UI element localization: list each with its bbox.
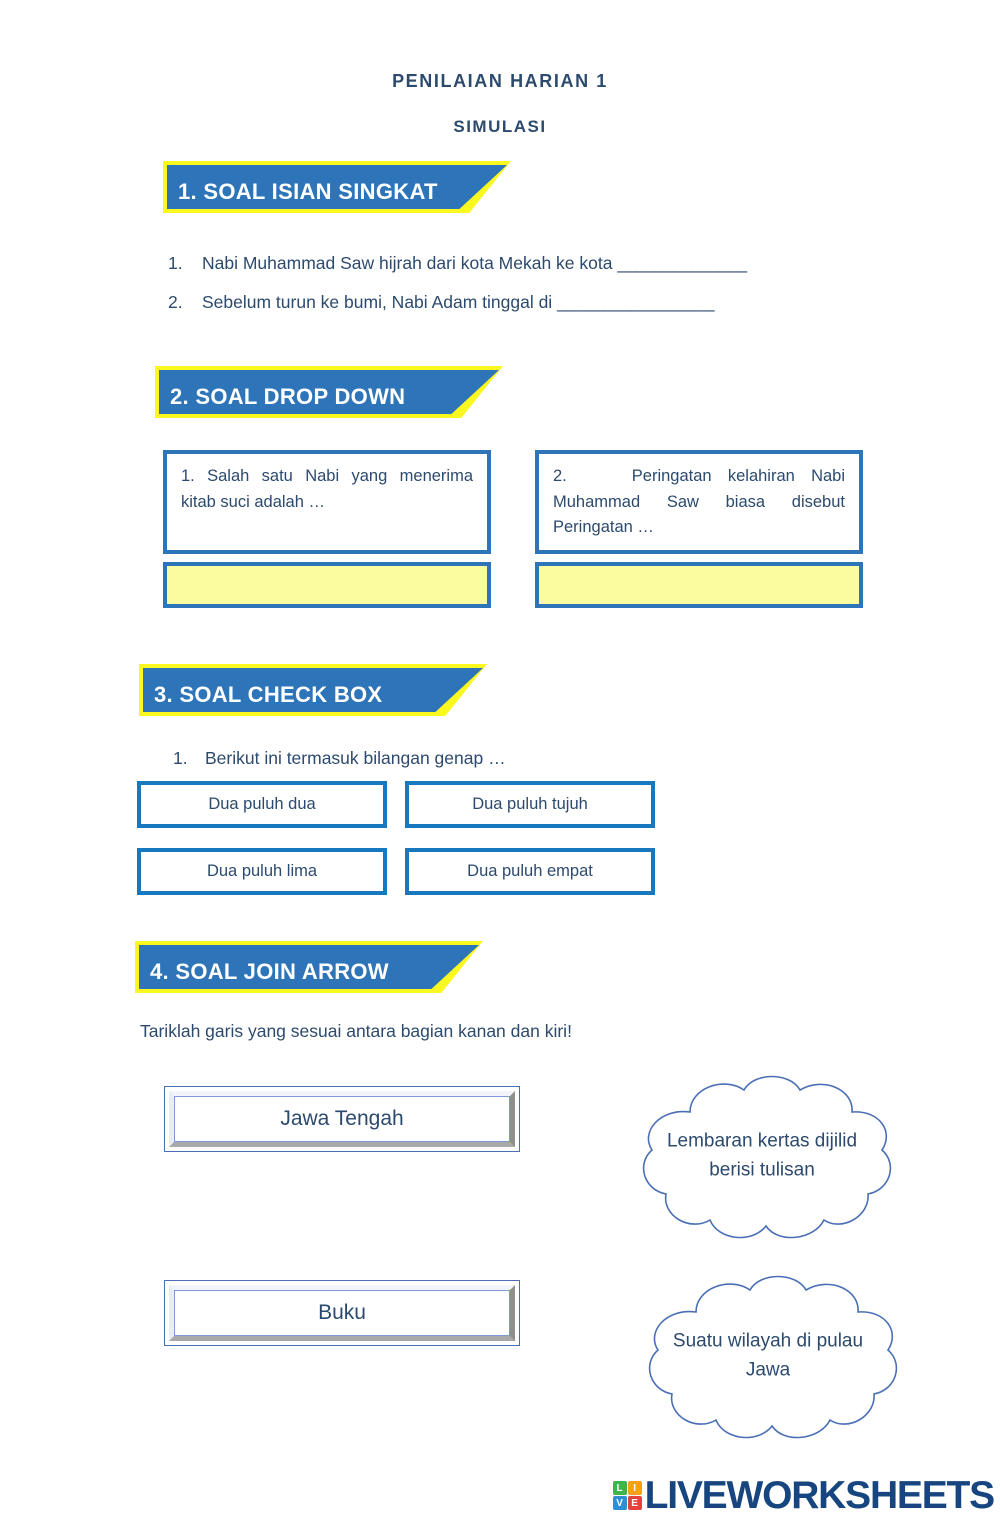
section-banner-3: 3. SOAL CHECK BOX bbox=[0, 664, 1000, 726]
page-title: PENILAIAN HARIAN 1 bbox=[392, 71, 608, 91]
match-left-item-1[interactable]: Jawa Tengah bbox=[164, 1086, 520, 1152]
checkbox-block: 1. Berikut ini termasuk bilangan genap …… bbox=[137, 748, 1000, 895]
answer-blank[interactable]: _________________ bbox=[557, 291, 715, 312]
banner-fill-2 bbox=[159, 370, 499, 414]
dropdown-item: 1. Salah satu Nabi yang menerima kitab s… bbox=[163, 450, 491, 608]
section-banner-2: 2. SOAL DROP DOWN bbox=[0, 366, 1000, 428]
isian-question-row: 1. Nabi Muhammad Saw hijrah dari kota Me… bbox=[168, 251, 1000, 276]
question-text: Sebelum turun ke bumi, Nabi Adam tinggal… bbox=[202, 290, 715, 315]
question-stem: Nabi Muhammad Saw hijrah dari kota Mekah… bbox=[202, 253, 618, 273]
question-number: 1. bbox=[173, 748, 188, 768]
checkbox-options-grid: Dua puluh dua Dua puluh tujuh Dua puluh … bbox=[137, 781, 1000, 895]
page-subtitle: SIMULASI bbox=[453, 117, 547, 136]
cloud-shape-icon bbox=[648, 1275, 898, 1439]
checkbox-option[interactable]: Dua puluh lima bbox=[137, 848, 387, 895]
question-number: 2. bbox=[168, 291, 183, 312]
section-banner-label-1: 1. SOAL ISIAN SINGKAT bbox=[178, 179, 438, 204]
question-stem: Sebelum turun ke bumi, Nabi Adam tinggal… bbox=[202, 291, 558, 312]
answer-blank[interactable]: ______________ bbox=[617, 253, 747, 273]
match-right-label-2: Suatu wilayah di pulau Jawa bbox=[672, 1330, 864, 1381]
page-header: PENILAIAN HARIAN 1 SIMULASI bbox=[0, 0, 1000, 135]
dropdown-select-2[interactable] bbox=[535, 562, 863, 608]
checkbox-prompt: 1. Berikut ini termasuk bilangan genap … bbox=[173, 748, 1000, 769]
section-drop-down: 2. SOAL DROP DOWN 1. Salah satu Nabi yan… bbox=[0, 366, 1000, 608]
bevel-frame: Jawa Tengah bbox=[169, 1091, 515, 1147]
section-join-arrow: 4. SOAL JOIN ARROW Tariklah garis yang s… bbox=[0, 941, 1000, 1439]
isian-question-row: 2. Sebelum turun ke bumi, Nabi Adam ting… bbox=[168, 290, 1000, 315]
banner-fill-4 bbox=[139, 945, 479, 989]
match-right-label-1: Lembaran kertas dijilid berisi tulisan bbox=[666, 1130, 858, 1181]
section-banner-label-4: 4. SOAL JOIN ARROW bbox=[150, 959, 389, 984]
checkbox-prompt-text: Berikut ini termasuk bilangan genap … bbox=[205, 748, 506, 768]
dropdown-question-text: 2. Peringatan kelahiran Nabi Muhammad Sa… bbox=[535, 450, 863, 554]
match-right-item-1[interactable]: Lembaran kertas dijilid berisi tulisan bbox=[620, 1068, 904, 1244]
logo-wordmark: LIVEWORKSHEETS bbox=[644, 1474, 996, 1517]
logo-tile-v: V bbox=[612, 1496, 627, 1510]
checkbox-option[interactable]: Dua puluh empat bbox=[405, 848, 655, 895]
dropdown-select-1[interactable] bbox=[163, 562, 491, 608]
match-left-item-2[interactable]: Buku bbox=[164, 1280, 520, 1346]
logo-tile-i: I bbox=[627, 1481, 642, 1495]
match-left-label-1: Jawa Tengah bbox=[174, 1096, 510, 1142]
section-check-box: 3. SOAL CHECK BOX 1. Berikut ini termasu… bbox=[0, 664, 1000, 895]
logo-tiles: L I V E bbox=[612, 1481, 642, 1510]
banner-fill-3 bbox=[143, 668, 483, 712]
dropdown-grid: 1. Salah satu Nabi yang menerima kitab s… bbox=[163, 450, 1000, 608]
section-banner-4: 4. SOAL JOIN ARROW bbox=[0, 941, 1000, 1003]
section-banner-1: 1. SOAL ISIAN SINGKAT bbox=[0, 161, 1000, 223]
logo-tile-e: E bbox=[627, 1496, 642, 1510]
match-right-item-2[interactable]: Suatu wilayah di pulau Jawa bbox=[626, 1268, 910, 1444]
banner-fill-1 bbox=[167, 165, 507, 209]
section-banner-label-3: 3. SOAL CHECK BOX bbox=[154, 682, 383, 707]
logo-tile-l: L bbox=[612, 1481, 627, 1495]
dropdown-question-text: 1. Salah satu Nabi yang menerima kitab s… bbox=[163, 450, 491, 554]
section-isian-singkat: 1. SOAL ISIAN SINGKAT 1. Nabi Muhammad S… bbox=[0, 161, 1000, 314]
join-arrow-instruction: Tariklah garis yang sesuai antara bagian… bbox=[140, 1021, 572, 1041]
question-number: 1. bbox=[168, 253, 183, 273]
isian-question-list: 1. Nabi Muhammad Saw hijrah dari kota Me… bbox=[168, 251, 1000, 314]
dropdown-item: 2. Peringatan kelahiran Nabi Muhammad Sa… bbox=[535, 450, 863, 608]
checkbox-option[interactable]: Dua puluh tujuh bbox=[405, 781, 655, 828]
bevel-frame: Buku bbox=[169, 1285, 515, 1341]
match-left-label-2: Buku bbox=[174, 1290, 510, 1336]
join-arrow-area: Jawa Tengah Buku Lembaran kertas dijilid… bbox=[0, 1075, 1000, 1439]
cloud-shape-icon bbox=[642, 1075, 892, 1239]
question-text: Nabi Muhammad Saw hijrah dari kota Mekah… bbox=[202, 251, 747, 276]
section-banner-label-2: 2. SOAL DROP DOWN bbox=[170, 384, 406, 409]
checkbox-option[interactable]: Dua puluh dua bbox=[137, 781, 387, 828]
liveworksheets-logo: L I V E LIVEWORKSHEETS bbox=[612, 1474, 996, 1517]
